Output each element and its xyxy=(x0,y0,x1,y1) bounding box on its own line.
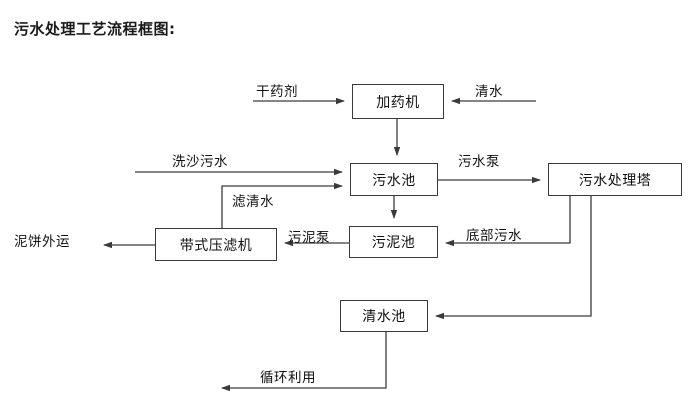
node-label-dosing-machine: 加药机 xyxy=(376,94,420,111)
connector-filtrate-to-sewage-pool xyxy=(221,182,343,228)
edge-label-sludge-pump: 污泥泵 xyxy=(288,230,330,246)
connector-clean-water-pool-to-recycle xyxy=(221,332,387,392)
edge-label-mud-cake-out: 泥饼外运 xyxy=(14,234,70,250)
node-clean-water-pool[interactable]: 清水池 xyxy=(340,300,428,332)
edge-label-sand-wash-sewage: 洗沙污水 xyxy=(172,154,228,170)
edge-label-dry-agent: 干药剂 xyxy=(256,84,298,100)
edge-label-sewage-pump: 污水泵 xyxy=(458,154,500,170)
node-dosing-machine[interactable]: 加药机 xyxy=(352,84,444,119)
edge-label-filtrate-water: 滤清水 xyxy=(232,194,274,210)
node-sewage-pool[interactable]: 污水池 xyxy=(350,163,438,196)
node-label-sewage-pool: 污水池 xyxy=(372,172,416,189)
node-label-clean-water-pool: 清水池 xyxy=(362,309,406,325)
edge-label-clean-water-in: 清水 xyxy=(475,84,503,100)
node-label-sludge-pool: 污泥池 xyxy=(371,235,416,251)
node-treatment-tower[interactable]: 污水处理塔 xyxy=(548,163,682,196)
edge-label-recycle-use: 循环利用 xyxy=(260,370,316,386)
connector-tower-to-sludge-pool xyxy=(445,196,571,247)
page-title: 污水处理工艺流程框图: xyxy=(14,20,176,38)
connector-tower-to-clean-water-pool xyxy=(435,196,592,320)
edge-label-bottom-sewage: 底部污水 xyxy=(466,228,522,244)
node-sludge-pool[interactable]: 污泥池 xyxy=(349,226,438,258)
node-belt-filter-press[interactable]: 带式压滤机 xyxy=(155,228,277,261)
node-label-treatment-tower: 污水处理塔 xyxy=(578,172,652,189)
node-label-belt-filter-press: 带式压滤机 xyxy=(179,237,253,254)
